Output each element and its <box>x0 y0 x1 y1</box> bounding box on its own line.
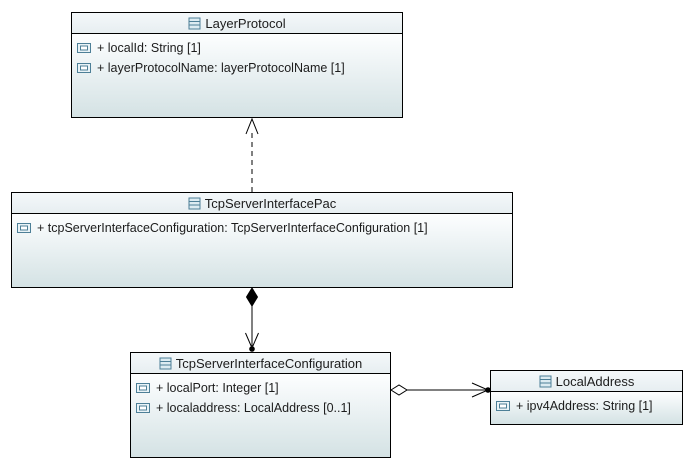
class-name: TcpServerInterfacePac <box>204 195 337 211</box>
uml-property-icon <box>77 43 91 53</box>
filled-diamond-icon <box>245 287 259 307</box>
class-tcpserverinterfacepac[interactable]: TcpServerInterfacePac + tcpServerInterfa… <box>11 192 513 288</box>
attributes-compartment: + tcpServerInterfaceConfiguration: TcpSe… <box>12 214 512 287</box>
uml-property-icon <box>17 223 31 233</box>
class-name: LayerProtocol <box>205 15 286 31</box>
uml-property-icon <box>77 63 91 73</box>
uml-property-icon <box>496 401 510 411</box>
uml-class-icon <box>188 17 201 30</box>
attribute-text: + localId: String [1] <box>97 41 201 55</box>
class-tcpserverinterfaceconfiguration[interactable]: TcpServerInterfaceConfiguration + localP… <box>130 352 391 458</box>
uml-class-icon <box>159 357 172 370</box>
uml-property-icon <box>136 383 150 393</box>
attributes-compartment: + localId: String [1] + layerProtocolNam… <box>72 34 402 117</box>
attribute-text: + localaddress: LocalAddress [0..1] <box>156 401 351 415</box>
class-localaddress[interactable]: LocalAddress + ipv4Address: String [1] <box>490 370 683 425</box>
class-title-bar[interactable]: LayerProtocol <box>72 13 402 34</box>
open-diamond-icon <box>390 384 408 396</box>
attribute-text: + tcpServerInterfaceConfiguration: TcpSe… <box>37 221 428 235</box>
attribute-row[interactable]: + tcpServerInterfaceConfiguration: TcpSe… <box>17 218 508 238</box>
attribute-row[interactable]: + layerProtocolName: layerProtocolName [… <box>77 58 398 78</box>
uml-property-icon <box>136 403 150 413</box>
attribute-row[interactable]: + localId: String [1] <box>77 38 398 58</box>
attributes-compartment: + localPort: Integer [1] + localaddress:… <box>131 374 390 457</box>
edge-end-dot <box>249 346 255 352</box>
attribute-row[interactable]: + localaddress: LocalAddress [0..1] <box>136 398 386 418</box>
edge-end-dot <box>485 387 491 393</box>
class-name: LocalAddress <box>555 373 635 389</box>
attribute-text: + layerProtocolName: layerProtocolName [… <box>97 61 345 75</box>
attributes-compartment: + ipv4Address: String [1] <box>491 392 682 424</box>
class-title-bar[interactable]: TcpServerInterfacePac <box>12 193 512 214</box>
composition-edge[interactable] <box>245 287 259 352</box>
class-title-bar[interactable]: LocalAddress <box>491 371 682 392</box>
aggregation-edge[interactable] <box>390 382 491 398</box>
class-layerprotocol[interactable]: LayerProtocol + localId: String [1] + la… <box>71 12 403 118</box>
attribute-text: + ipv4Address: String [1] <box>516 399 653 413</box>
class-title-bar[interactable]: TcpServerInterfaceConfiguration <box>131 353 390 374</box>
class-name: TcpServerInterfaceConfiguration <box>175 355 363 371</box>
uml-class-icon <box>188 197 201 210</box>
dependency-edge[interactable] <box>245 117 259 192</box>
attribute-row[interactable]: + ipv4Address: String [1] <box>496 396 678 416</box>
attribute-text: + localPort: Integer [1] <box>156 381 279 395</box>
attribute-row[interactable]: + localPort: Integer [1] <box>136 378 386 398</box>
uml-class-icon <box>539 375 552 388</box>
